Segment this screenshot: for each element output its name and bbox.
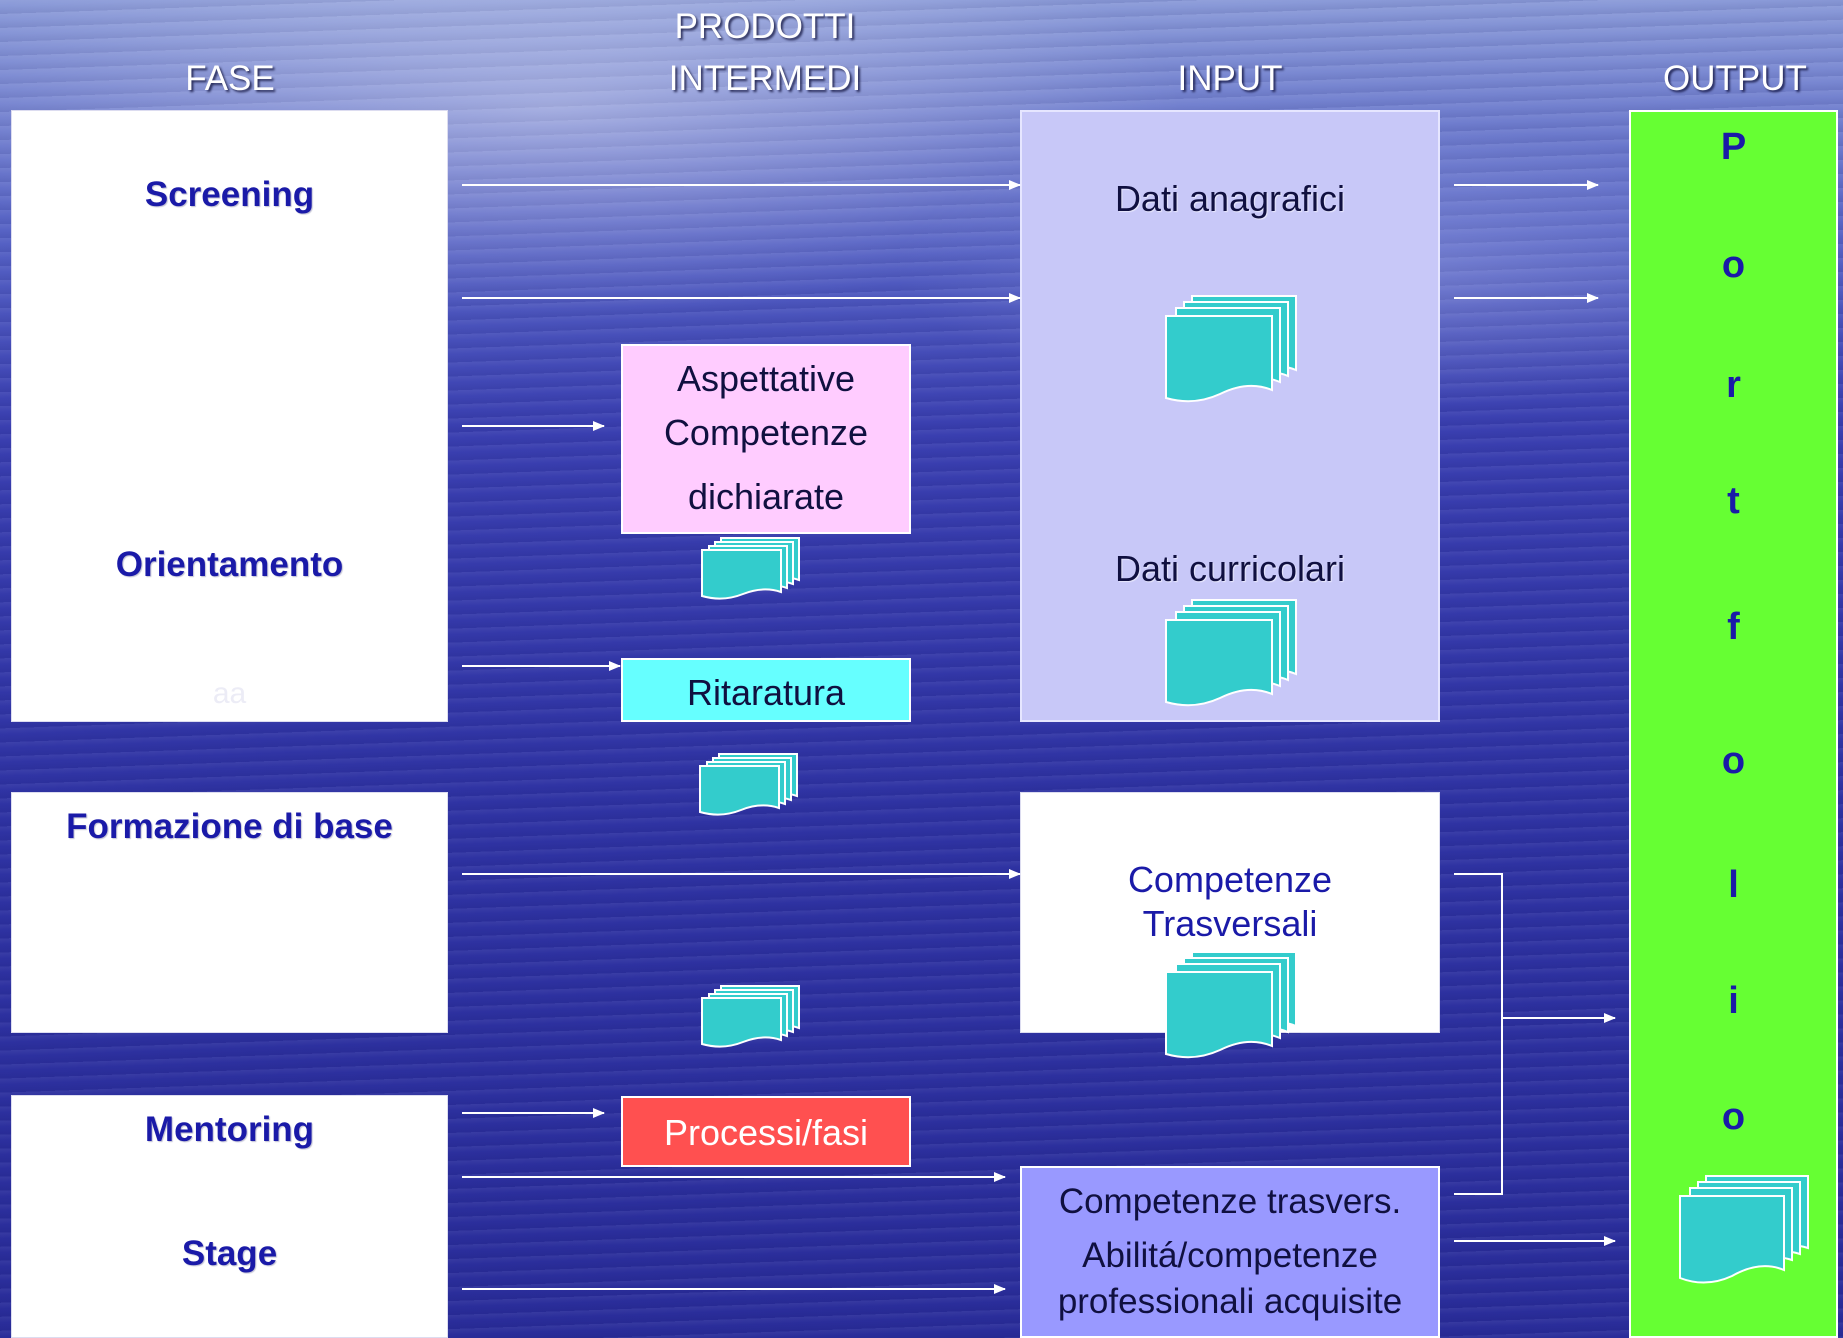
input-box-dati: Dati anagrafici Dati curricolari	[1020, 110, 1440, 722]
portfolio-letter: o	[1721, 740, 1746, 782]
product-ritaratura-label: Ritaratura	[686, 672, 846, 713]
product-aspettative-line1: Aspettative	[676, 358, 856, 399]
phase-box-screening-orientamento: Screening Orientamento aa	[11, 110, 448, 722]
input-acquisite-line2: Abilitá/competenze	[1082, 1236, 1378, 1275]
phase-screening: Screening	[144, 175, 315, 214]
document-stack-icon	[1165, 599, 1297, 707]
product-ritaratura: Ritaratura	[621, 658, 911, 722]
phase-formazione: Formazione di base	[66, 807, 393, 846]
input-dati-curricolari: Dati curricolari	[1114, 548, 1346, 589]
portfolio-letter: P	[1720, 126, 1747, 168]
phase-mentoring: Mentoring	[144, 1110, 315, 1149]
input-acquisite-line3: professionali acquisite	[1057, 1282, 1403, 1321]
header-fase: FASE	[185, 59, 275, 98]
portfolio-letter: l	[1728, 864, 1739, 906]
portfolio-letter: i	[1728, 980, 1739, 1022]
header-prodotti-line1: PRODOTTI	[674, 7, 856, 46]
portfolio-letter: r	[1726, 364, 1741, 406]
phase-box-mentoring-stage: Mentoring Stage	[11, 1095, 448, 1338]
header-prodotti-line2: INTERMEDI	[668, 59, 862, 98]
document-stack-icon	[701, 985, 800, 1048]
phase-orientamento: Orientamento	[115, 545, 344, 584]
input-dati-anagrafici: Dati anagrafici	[1114, 178, 1346, 219]
document-stack-icon	[1165, 295, 1297, 403]
portfolio-letter: o	[1721, 244, 1746, 286]
product-aspettative-line2: Competenze	[663, 412, 869, 453]
input-acquisite-line1: Competenze trasvers.	[1058, 1182, 1402, 1221]
document-stack-icon	[699, 753, 798, 816]
phase-aa-text: aa	[212, 677, 247, 710]
document-stack-icon	[1679, 1175, 1809, 1284]
portfolio-letter: f	[1727, 606, 1740, 648]
portfolio-letter: o	[1721, 1096, 1746, 1138]
document-stack-icon	[1165, 951, 1297, 1059]
output-portfolio-box: P o r t f o l i o	[1629, 110, 1838, 1338]
product-aspettative-line3: dichiarate	[687, 476, 845, 517]
header-input: INPUT	[1177, 59, 1283, 98]
header-output: OUTPUT	[1663, 59, 1807, 98]
portfolio-letter: t	[1727, 480, 1740, 522]
connector-trasversali	[1454, 873, 1503, 1195]
product-aspettative: Aspettative Competenze dichiarate	[621, 344, 911, 534]
product-processi-label: Processi/fasi	[663, 1112, 869, 1153]
input-trasversali-line2: Trasversali	[1142, 903, 1318, 944]
document-stack-icon	[701, 537, 800, 600]
input-box-acquisite: Competenze trasvers. Abilitá/competenze …	[1020, 1166, 1440, 1338]
product-processi: Processi/fasi	[621, 1096, 911, 1167]
phase-box-formazione: Formazione di base	[11, 792, 448, 1033]
phase-stage: Stage	[181, 1234, 278, 1273]
input-trasversali-line1: Competenze	[1127, 859, 1333, 900]
